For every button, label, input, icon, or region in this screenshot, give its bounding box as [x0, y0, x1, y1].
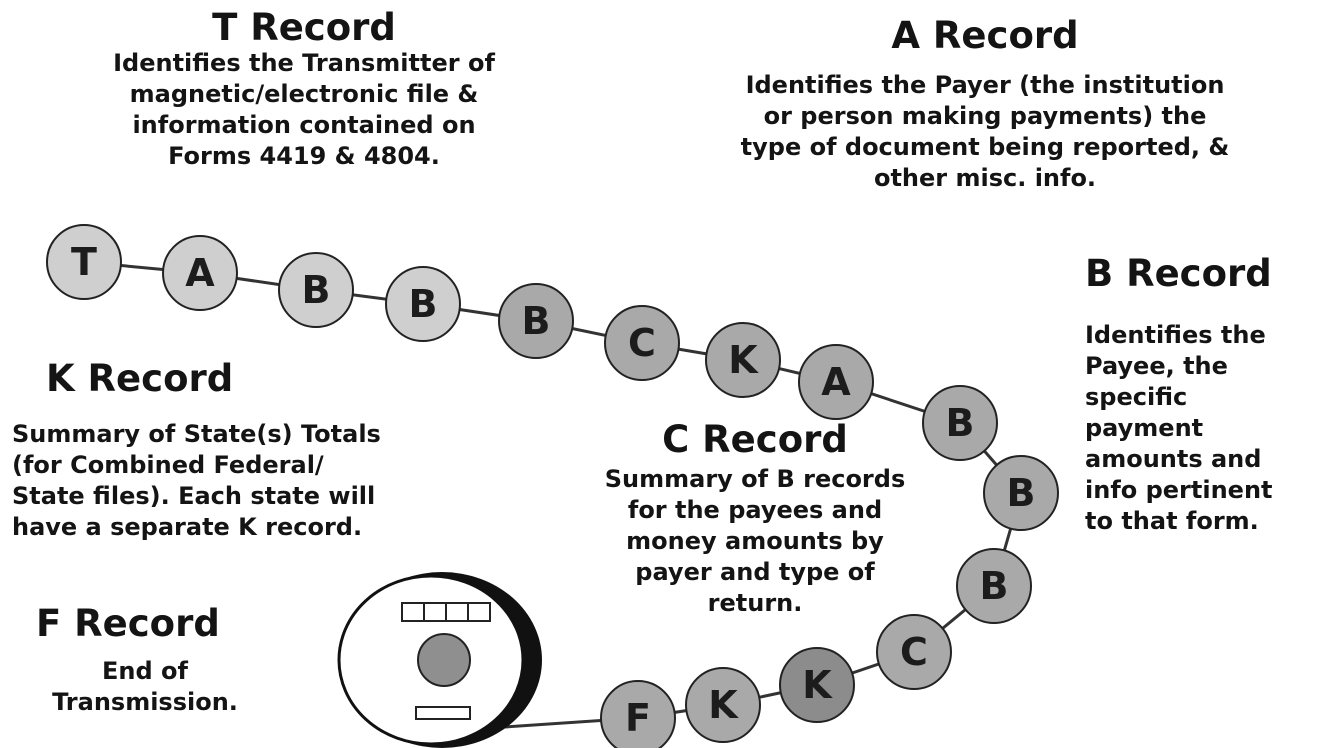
- t-record-block: T Record Identifies the Transmitter of m…: [24, 8, 584, 172]
- b-record-block: B Record Identifies the Payee, the speci…: [1085, 254, 1325, 537]
- bead-letter: T: [71, 240, 97, 284]
- bead-circle: [162, 235, 238, 311]
- bead-circle: [385, 266, 461, 342]
- bead-circle: [876, 614, 952, 690]
- t-record-title: T Record: [212, 6, 396, 49]
- chain-bead-c: C: [604, 305, 680, 381]
- c-record-line: payer and type of: [635, 558, 875, 586]
- bead-letter: B: [946, 401, 975, 445]
- disk-slot: [415, 706, 471, 720]
- chain-bead-f: F: [600, 680, 676, 748]
- b-record-line: payment: [1085, 414, 1204, 442]
- chain-bead-b: B: [278, 252, 354, 328]
- k-record-line: Summary of State(s) Totals: [12, 420, 381, 448]
- c-record-line: for the payees and: [627, 496, 883, 524]
- c-record-line: return.: [707, 589, 803, 617]
- f-record-title: F Record: [36, 602, 220, 645]
- bead-letter: K: [802, 663, 833, 707]
- disk-icon: [337, 572, 542, 748]
- chain-bead-a: A: [798, 344, 874, 420]
- a-record-line: type of document being reported, &: [740, 133, 1230, 161]
- bead-circle: [278, 252, 354, 328]
- f-record-line: End of: [102, 657, 188, 685]
- chain-bead-b: B: [385, 266, 461, 342]
- k-record-line: State files). Each state will: [12, 482, 376, 510]
- bead-letter: K: [728, 338, 759, 382]
- b-record-line: Identifies the: [1085, 321, 1266, 349]
- c-record-line: money amounts by: [626, 527, 884, 555]
- bead-letter: B: [409, 282, 438, 326]
- bead-letter: F: [625, 696, 651, 740]
- b-record-title: B Record: [1085, 252, 1272, 295]
- bead-letter: B: [302, 268, 331, 312]
- bead-circle: [46, 224, 122, 300]
- bead-letter: C: [628, 321, 656, 365]
- chain-bead-b: B: [956, 548, 1032, 624]
- k-record-block: Summary of State(s) Totals (for Combined…: [12, 419, 512, 543]
- chain-bead-k: K: [705, 322, 781, 398]
- c-record-title: C Record: [662, 418, 848, 461]
- bead-letter: B: [980, 564, 1009, 608]
- t-record-description: Identifies the Transmitter of magnetic/e…: [24, 48, 584, 172]
- f-record-line: Transmission.: [52, 688, 238, 716]
- c-record-line: Summary of B records: [604, 465, 906, 493]
- disk-hub: [417, 633, 471, 687]
- a-record-line: Identifies the Payer (the institution: [745, 71, 1225, 99]
- b-record-line: to that form.: [1085, 507, 1259, 535]
- a-record-line: other misc. info.: [873, 164, 1097, 192]
- k-record-line: (for Combined Federal/: [12, 451, 324, 479]
- chain-bead-k: K: [779, 647, 855, 723]
- b-record-line: Payee, the: [1085, 352, 1228, 380]
- t-record-line: magnetic/electronic file &: [129, 80, 479, 108]
- f-record-description: End of Transmission.: [20, 656, 270, 718]
- a-record-title: A Record: [891, 14, 1079, 57]
- b-record-line: amounts and: [1085, 445, 1262, 473]
- t-record-line: Identifies the Transmitter of: [113, 49, 495, 77]
- a-record-block: A Record Identifies the Payer (the insti…: [660, 16, 1310, 194]
- t-record-line: information contained on: [132, 111, 476, 139]
- bead-circle: [983, 455, 1059, 531]
- a-record-description: Identifies the Payer (the institution or…: [660, 70, 1310, 194]
- c-record-description: Summary of B records for the payees and …: [560, 464, 950, 619]
- bead-circle: [779, 647, 855, 723]
- bead-letter: B: [1007, 471, 1036, 515]
- f-record-block: F Record End of Transmission.: [20, 604, 270, 718]
- chain-bead-a: A: [162, 235, 238, 311]
- b-record-line: info pertinent: [1085, 476, 1273, 504]
- bead-letter: A: [185, 251, 215, 295]
- chain-bead-k: K: [685, 667, 761, 743]
- b-record-line: specific: [1085, 383, 1188, 411]
- bead-circle: [956, 548, 1032, 624]
- a-record-line: or person making payments) the: [763, 102, 1207, 130]
- bead-letter: A: [821, 360, 851, 404]
- chain-bead-c: C: [876, 614, 952, 690]
- bead-circle: [705, 322, 781, 398]
- t-record-line: Forms 4419 & 4804.: [168, 142, 440, 170]
- k-record-title-block: K Record: [46, 359, 486, 399]
- bead-circle: [600, 680, 676, 748]
- bead-letter: B: [522, 299, 551, 343]
- bead-circle: [922, 385, 998, 461]
- chain-bead-b: B: [983, 455, 1059, 531]
- chain-bead-b: B: [922, 385, 998, 461]
- bead-circle: [798, 344, 874, 420]
- chain-bead-b: B: [498, 283, 574, 359]
- c-record-block: C Record Summary of B records for the pa…: [560, 420, 950, 619]
- bead-circle: [604, 305, 680, 381]
- k-record-description: Summary of State(s) Totals (for Combined…: [12, 419, 512, 543]
- disk-label-boxes: [401, 602, 491, 622]
- chain-bead-t: T: [46, 224, 122, 300]
- bead-letter: K: [708, 683, 739, 727]
- b-record-description: Identifies the Payee, the specific payme…: [1085, 320, 1325, 537]
- bead-circle: [498, 283, 574, 359]
- bead-letter: C: [900, 630, 928, 674]
- bead-circle: [685, 667, 761, 743]
- k-record-title: K Record: [46, 357, 234, 400]
- k-record-line: have a separate K record.: [12, 513, 363, 541]
